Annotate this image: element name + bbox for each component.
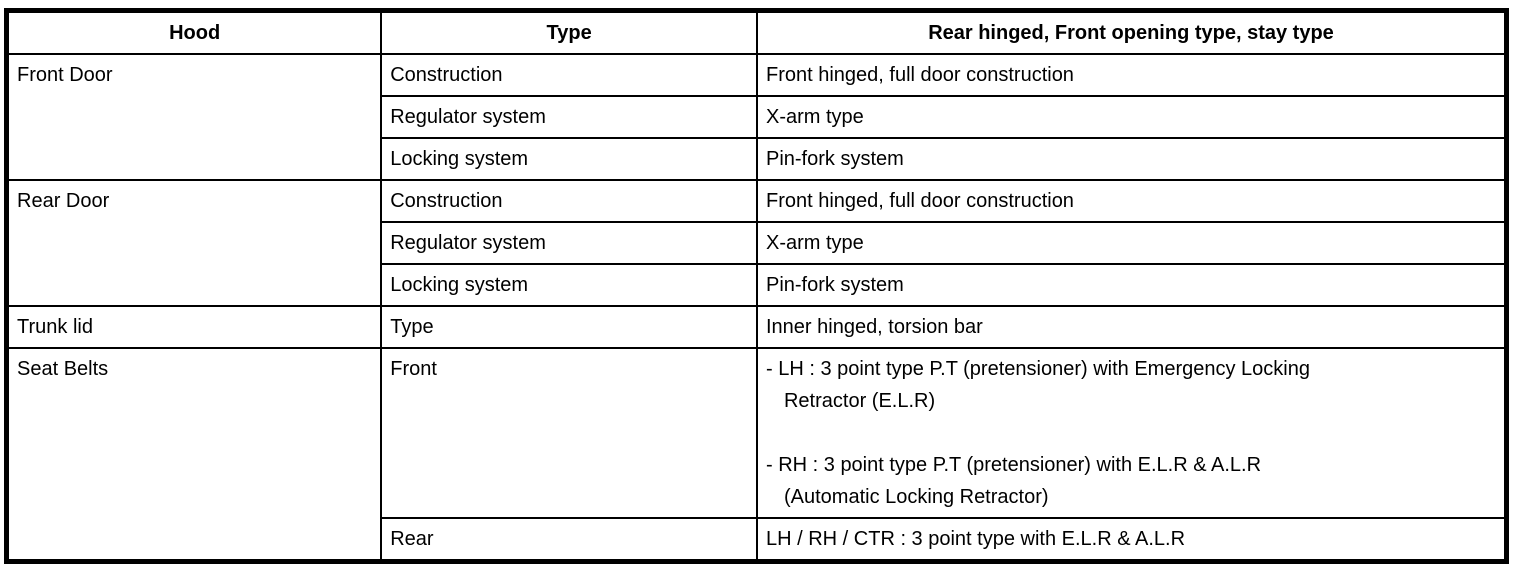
section-label-front-door: Front Door xyxy=(5,53,383,181)
table-row: Locking system Pin-fork system xyxy=(7,137,1508,181)
table-row: Seat Belts Front - LH : 3 point type P.T… xyxy=(5,347,1508,563)
type-cell-regulator: Regulator system xyxy=(380,95,758,139)
body-specifications-table: Hood Type Rear hinged, Front opening typ… xyxy=(4,8,1509,564)
table-row: Rear Door Construction Front hinged, ful… xyxy=(5,179,1508,307)
section-label-seat-belts: Seat Belts xyxy=(5,347,383,563)
paragraph-spacer xyxy=(766,417,1496,449)
value-cell-locking: Pin-fork system xyxy=(755,263,1508,307)
table-row: Trunk lid Type Inner hinged, torsion bar xyxy=(5,305,1508,349)
type-cell-front: Front xyxy=(380,347,758,519)
type-cell-construction: Construction xyxy=(380,53,758,97)
value-cell-seat-belts-front: - LH : 3 point type P.T (pretensioner) w… xyxy=(755,347,1508,519)
seat-belt-lh-line1: - LH : 3 point type P.T (pretensioner) w… xyxy=(765,358,1310,380)
type-cell-trunk-type: Type xyxy=(380,305,758,349)
section-label-rear-door: Rear Door xyxy=(5,179,383,307)
header-cell-type: Type xyxy=(380,9,758,55)
table-row-header: Hood Type Rear hinged, Front opening typ… xyxy=(5,9,1508,55)
value-cell-construction: Front hinged, full door construction xyxy=(755,179,1508,223)
value-cell-construction: Front hinged, full door construction xyxy=(755,53,1508,97)
value-cell-regulator: X-arm type xyxy=(755,221,1508,265)
seat-belt-rh-line1: - RH : 3 point type P.T (pretensioner) w… xyxy=(765,454,1262,476)
type-cell-rear: Rear xyxy=(380,517,758,563)
table-row: Regulator system X-arm type xyxy=(7,95,1508,139)
header-cell-value: Rear hinged, Front opening type, stay ty… xyxy=(755,9,1508,55)
section-label-trunk-lid: Trunk lid xyxy=(5,305,383,349)
seat-belt-lh-line2: Retractor (E.L.R) xyxy=(783,390,936,412)
value-cell-seat-belts-rear: LH / RH / CTR : 3 point type with E.L.R … xyxy=(755,517,1508,563)
type-cell-locking: Locking system xyxy=(380,263,758,307)
value-cell-locking: Pin-fork system xyxy=(755,137,1508,181)
value-cell-regulator: X-arm type xyxy=(755,95,1508,139)
seat-belt-rh-line2: (Automatic Locking Retractor) xyxy=(783,486,1049,508)
type-cell-construction: Construction xyxy=(380,179,758,223)
table-row: Regulator system X-arm type xyxy=(7,221,1508,265)
table-row: Locking system Pin-fork system xyxy=(7,263,1508,307)
seat-belt-item-lh: - LH : 3 point type P.T (pretensioner) w… xyxy=(766,353,1496,417)
seat-belt-item-rh: - RH : 3 point type P.T (pretensioner) w… xyxy=(766,449,1496,513)
type-cell-regulator: Regulator system xyxy=(380,221,758,265)
type-cell-locking: Locking system xyxy=(380,137,758,181)
header-cell-hood: Hood xyxy=(5,9,383,55)
value-cell-trunk: Inner hinged, torsion bar xyxy=(755,305,1508,349)
table-row: Front Door Construction Front hinged, fu… xyxy=(5,53,1508,181)
table-row: Rear LH / RH / CTR : 3 point type with E… xyxy=(7,517,1508,563)
